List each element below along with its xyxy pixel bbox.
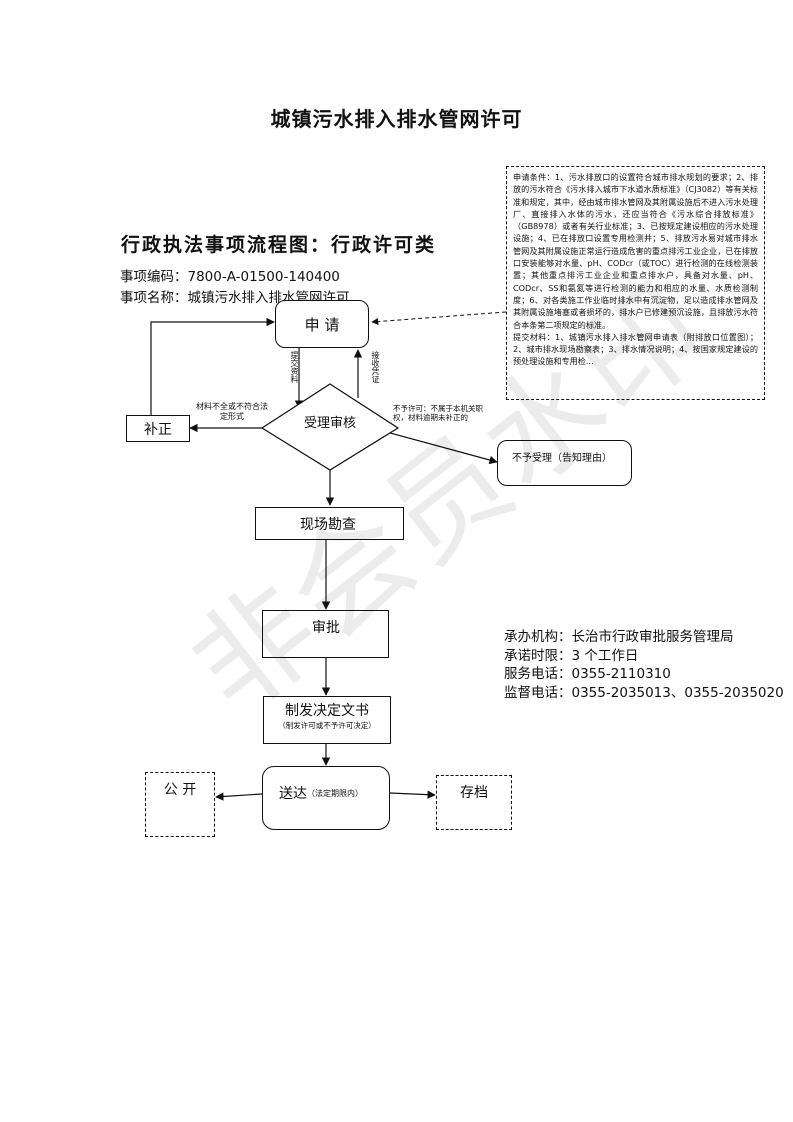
node-approve-label: 审批 (312, 620, 340, 636)
agency-service-phone: 服务电话：0355-2110310 (504, 666, 671, 682)
node-inspect: 现场勘查 (255, 507, 404, 540)
node-apply: 申 请 (275, 300, 369, 348)
item-code: 事项编码：7800-A-01500-140400 (120, 269, 340, 285)
page-title: 城镇污水排入排水管网许可 (270, 107, 523, 131)
edge-supplement-to-apply (150, 317, 275, 415)
node-deliver: 送达 （法定期限内） (262, 766, 390, 830)
node-reject-label: 不予受理（告知理由） (512, 453, 612, 464)
review-diamond-shape (260, 383, 400, 471)
node-archive-label: 存档 (460, 785, 488, 801)
application-conditions: 申请条件：1、污水排放口的设置符合城市排水规划的要求；2、排放的污水符合《污水排… (513, 172, 758, 330)
node-supplement: 补正 (126, 415, 190, 442)
agency-time-limit: 承诺时限：3 个工作日 (504, 648, 639, 664)
node-decide-label: 制发决定文书 (285, 703, 369, 719)
agency-org: 承办机构：长治市行政审批服务管理局 (504, 629, 734, 645)
edge-deliver-to-publish (215, 792, 263, 801)
node-apply-label: 申 请 (304, 315, 340, 334)
node-decide: 制发决定文书 （制发许可或不予许可决定） (263, 696, 391, 744)
node-publish-label: 公 开 (163, 782, 197, 798)
node-archive: 存档 (436, 775, 512, 830)
application-notes: 申请条件：1、污水排放口的设置符合城市排水规划的要求；2、排放的污水符合《污水排… (506, 166, 765, 400)
node-approve: 审批 (262, 610, 389, 658)
edge-deliver-to-archive (389, 790, 436, 799)
edge-label-incomplete: 材料不全或不符合法定形式 (196, 402, 268, 422)
node-decide-note: （制发许可或不予许可决定） (278, 721, 376, 730)
node-inspect-label: 现场勘查 (300, 516, 356, 533)
submission-materials: 提交材料：1、城镇污水排入排水管网申请表（附排放口位置图）；2、城市排水现场勘察… (513, 331, 758, 367)
node-reject: 不予受理（告知理由） (497, 440, 632, 486)
node-deliver-note: （法定期限内） (307, 789, 363, 798)
agency-supervise-phone: 监督电话：0355-2035013、0355-2035020 (504, 685, 784, 701)
edge-review-to-reject (371, 427, 498, 465)
edge-notes-to-apply (371, 311, 507, 326)
flow-heading: 行政执法事项流程图：行政许可类 (121, 234, 437, 256)
edge-label-receive: 接收凭证 (371, 351, 380, 383)
node-supplement-label: 补正 (144, 421, 172, 438)
edge-label-not-accept: 不予许可：不属于本机关职权，材料逾期未补正的 (393, 404, 483, 423)
node-publish: 公 开 (145, 772, 215, 837)
node-deliver-label: 送达 (279, 786, 307, 802)
node-review-label: 受理审核 (303, 416, 356, 431)
edge-label-submit: 提交资料 (290, 351, 299, 383)
